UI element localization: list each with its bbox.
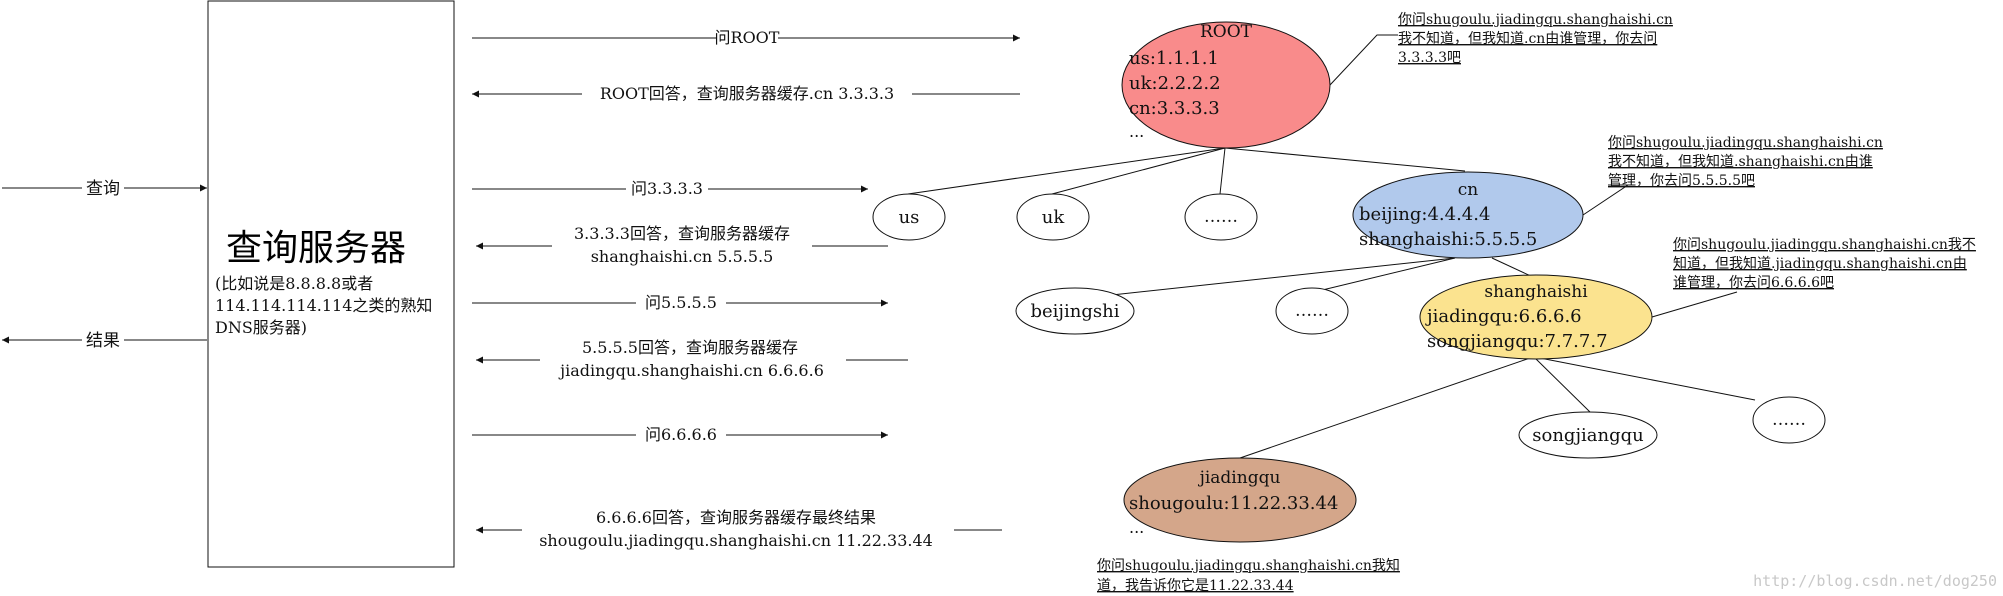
sh-reply-label-2: jiadingqu.shanghaishi.cn 6.6.6.6 — [558, 361, 824, 380]
jd-note: 你问shugoulu.jiadingqu.shanghaishi.cn我知 道，… — [1097, 557, 1400, 594]
jd-reply-label-1: 6.6.6.6回答，查询服务器缓存最终结果 — [596, 508, 876, 527]
jiadingqu-line-more: ... — [1129, 518, 1144, 537]
msg-cn-reply: 3.3.3.3回答，查询服务器缓存 shanghaishi.cn 5.5.5.5 — [476, 224, 888, 266]
root-node: ROOT us:1.1.1.1 uk:2.2.2.2 cn:3.3.3.3 ..… — [1121, 21, 1331, 149]
sh-reply-label-1: 5.5.5.5回答，查询服务器缓存 — [582, 338, 798, 357]
jiadingqu-line-shougoulu: shougoulu:11.22.33.44 — [1129, 493, 1338, 514]
us-label: us — [899, 207, 920, 228]
cn-line-shanghaishi: shanghaishi:5.5.5.5 — [1359, 229, 1537, 250]
cn-reply-label-2: shanghaishi.cn 5.5.5.5 — [591, 247, 774, 266]
beijingshi-node: beijingshi — [1015, 287, 1135, 335]
root-note-line3: 3.3.3.3吧 — [1398, 50, 1461, 66]
msg-ask-sh: 问5.5.5.5 — [472, 291, 888, 313]
us-node: us — [872, 193, 946, 241]
msg-jd-reply: 6.6.6.6回答，查询服务器缓存最终结果 shougoulu.jiadingq… — [476, 508, 1002, 550]
dots2-label: …… — [1295, 301, 1329, 321]
dots3-label: …… — [1772, 410, 1806, 430]
cn-title: cn — [1458, 180, 1479, 200]
cn-note-line1: 你问shugoulu.jiadingqu.shanghaishi.cn — [1608, 135, 1883, 151]
jd-note-line2: 道，我告诉你它是11.22.33.44 — [1097, 577, 1294, 594]
cn-note: 你问shugoulu.jiadingqu.shanghaishi.cn 我不知道… — [1582, 135, 1883, 216]
msg-sh-reply: 5.5.5.5回答，查询服务器缓存 jiadingqu.shanghaishi.… — [476, 338, 908, 380]
msg-ask-cn: 问3.3.3.3 — [472, 177, 868, 199]
root-line-more: ... — [1129, 122, 1144, 141]
songjiangqu-node: songjiangqu — [1518, 411, 1658, 459]
edge-sh-jiadingqu — [1239, 357, 1531, 459]
shanghaishi-line-jiadingqu: jiadingqu:6.6.6.6 — [1425, 306, 1582, 327]
shanghaishi-line-songjiangqu: songjiangqu:7.7.7.7 — [1427, 331, 1608, 352]
edge-cn-beijingshi — [1074, 257, 1456, 300]
result-label: 结果 — [86, 331, 120, 351]
client-query-arrow: 查询 — [2, 177, 207, 199]
msg-root-reply: ROOT回答，查询服务器缓存.cn 3.3.3.3 — [472, 82, 1020, 104]
server-desc-line1: (比如说是8.8.8.8或者 — [215, 274, 373, 293]
watermark: http://blog.csdn.net/dog250 — [1753, 572, 1997, 590]
jd-note-line1: 你问shugoulu.jiadingqu.shanghaishi.cn我知 — [1097, 557, 1400, 574]
ask-sh-label: 问5.5.5.5 — [645, 293, 717, 312]
edge-root-us — [907, 147, 1226, 195]
cn-line-beijing: beijing:4.4.4.4 — [1359, 204, 1490, 225]
cn-note-line3: 管理，你去问5.5.5.5吧 — [1608, 173, 1755, 189]
cn-reply-label-1: 3.3.3.3回答，查询服务器缓存 — [574, 224, 790, 243]
server-title: 查询服务器 — [226, 228, 406, 269]
beijingshi-label: beijingshi — [1031, 301, 1120, 322]
jd-reply-label-2: shougoulu.jiadingqu.shanghaishi.cn 11.22… — [539, 531, 933, 550]
uk-label: uk — [1042, 207, 1066, 228]
query-label: 查询 — [86, 179, 120, 199]
root-line-cn: cn:3.3.3.3 — [1129, 98, 1220, 119]
root-note: 你问shugoulu.jiadingqu.shanghaishi.cn 我不知道… — [1329, 12, 1673, 86]
edge-root-cn — [1224, 147, 1466, 172]
ask-root-label: 问ROOT — [715, 28, 780, 47]
msg-ask-root: 问ROOT — [472, 26, 1020, 48]
dots2-node: …… — [1275, 287, 1349, 335]
uk-node: uk — [1016, 193, 1090, 241]
jiadingqu-node: jiadingqu shougoulu:11.22.33.44 ... — [1123, 457, 1357, 543]
dots1-node: …… — [1184, 193, 1258, 241]
edge-sh-dots3 — [1539, 357, 1756, 401]
ask-jd-label: 问6.6.6.6 — [645, 425, 717, 444]
root-note-line1: 你问shugoulu.jiadingqu.shanghaishi.cn — [1398, 12, 1673, 28]
songjiangqu-label: songjiangqu — [1532, 425, 1644, 446]
cn-note-line2: 我不知道，但我知道.shanghaishi.cn由谁 — [1608, 153, 1873, 170]
dots1-label: …… — [1204, 207, 1238, 227]
edge-sh-songjiangqu — [1534, 357, 1591, 413]
query-server-box: 查询服务器 (比如说是8.8.8.8或者 114.114.114.114之类的熟… — [207, 0, 455, 568]
server-desc-line3: DNS服务器) — [215, 318, 307, 337]
root-line-us: us:1.1.1.1 — [1129, 48, 1219, 69]
root-reply-label: ROOT回答，查询服务器缓存.cn 3.3.3.3 — [600, 84, 894, 103]
msg-ask-jd: 问6.6.6.6 — [472, 423, 888, 445]
cn-node: cn beijing:4.4.4.4 shanghaishi:5.5.5.5 — [1352, 171, 1584, 259]
dots3-node: …… — [1752, 396, 1826, 444]
root-note-line2: 我不知道，但我知道.cn由谁管理，你去问 — [1398, 30, 1657, 47]
sh-note: 你问shugoulu.jiadingqu.shanghaishi.cn我不 知道… — [1651, 237, 1976, 318]
shanghaishi-node: shanghaishi jiadingqu:6.6.6.6 songjiangq… — [1419, 274, 1653, 360]
sh-note-line3: 谁管理，你去问6.6.6.6吧 — [1673, 275, 1834, 291]
edge-cn-dots2 — [1309, 257, 1456, 294]
sh-note-line1: 你问shugoulu.jiadingqu.shanghaishi.cn我不 — [1673, 237, 1976, 253]
root-line-uk: uk:2.2.2.2 — [1129, 73, 1221, 94]
jiadingqu-title: jiadingqu — [1198, 468, 1281, 488]
ask-cn-label: 问3.3.3.3 — [631, 179, 703, 198]
client-result-arrow: 结果 — [2, 329, 207, 351]
edge-root-uk — [1051, 147, 1226, 195]
server-desc-line2: 114.114.114.114之类的熟知 — [215, 296, 432, 315]
sh-note-line2: 知道，但我知道.jiadingqu.shanghaishi.cn由 — [1673, 255, 1967, 272]
shanghaishi-title: shanghaishi — [1484, 282, 1588, 302]
root-title: ROOT — [1200, 22, 1253, 42]
edge-root-dots1 — [1219, 147, 1226, 195]
